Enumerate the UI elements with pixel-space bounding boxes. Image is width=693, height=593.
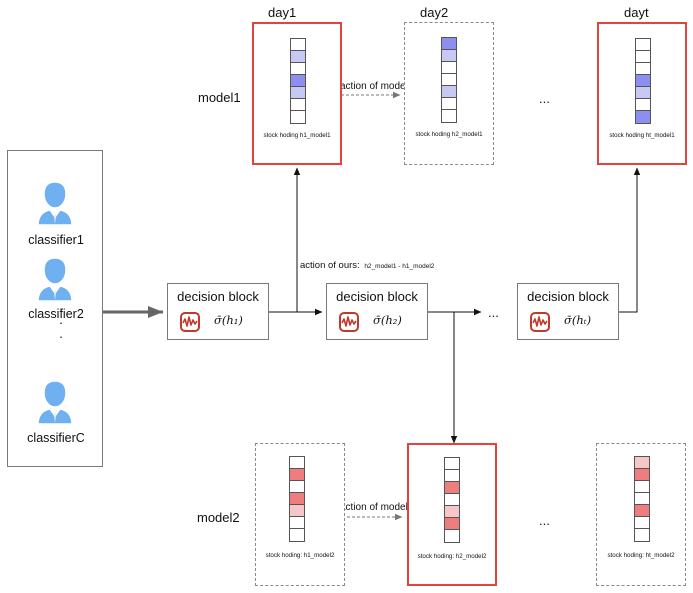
holding-cell: [635, 529, 649, 541]
holding-cell: [445, 458, 459, 470]
ellipsis-model1: ...: [539, 91, 550, 106]
waveform-icon: [180, 312, 200, 332]
holding-caption-model2-day2: stock hoding: h2_model2: [417, 553, 487, 560]
model-label-1: model1: [198, 90, 241, 105]
action-model1-label: action of model1: [340, 81, 414, 92]
holding-cell: [291, 39, 305, 51]
holding-stack-model1-day2: [441, 37, 457, 123]
holding-cell: [636, 39, 650, 51]
holding-cell: [290, 529, 304, 541]
model1-day1-card: stock hoding h1_model1: [252, 22, 342, 165]
holding-cell: [290, 517, 304, 529]
holding-stack-model1-day1: [290, 38, 306, 124]
holding-cell: [635, 505, 649, 517]
holding-cell: [635, 469, 649, 481]
classifierC-person-icon: [35, 379, 75, 425]
holding-caption-model2-dayt: stock hoding: ht_model2: [607, 552, 675, 559]
holding-cell: [442, 50, 456, 62]
holding-cell: [635, 493, 649, 505]
classifier1-label: classifier1: [28, 233, 84, 247]
holding-cell: [290, 493, 304, 505]
holding-cell: [290, 469, 304, 481]
waveform-icon: [530, 312, 550, 332]
holding-caption-model1-day2: stock hoding h2_model1: [415, 131, 483, 138]
holding-cell: [291, 63, 305, 75]
holding-cell: [442, 86, 456, 98]
holding-cell: [635, 457, 649, 469]
holding-cell: [442, 98, 456, 110]
action-model2-label: action of model2: [340, 502, 414, 513]
holding-caption-model1-dayt: stock hoding ht_model1: [609, 132, 675, 139]
holding-cell: [290, 457, 304, 469]
model1-day2-card: stock hoding h2_model1: [404, 22, 494, 165]
holding-cell: [445, 482, 459, 494]
decision-block-t-sigma: σ̄(hₜ): [564, 313, 592, 327]
ellipsis-model2: ...: [539, 513, 550, 528]
holding-cell: [290, 505, 304, 517]
holding-cell: [636, 63, 650, 75]
holding-cell: [445, 494, 459, 506]
holding-cell: [445, 530, 459, 542]
holding-cell: [445, 506, 459, 518]
holding-caption-model2-day1: stock hoding: h1_model2: [265, 552, 335, 559]
holding-cell: [291, 51, 305, 63]
model1-dayt-card: stock hoding ht_model1: [597, 22, 687, 165]
day-label-1: day1: [268, 5, 297, 20]
holding-cell: [636, 87, 650, 99]
holding-cell: [442, 110, 456, 122]
ellipsis-decision: ...: [488, 305, 499, 320]
holding-cell: [635, 481, 649, 493]
decision-block-2: decision block σ̄(h₂): [326, 283, 428, 340]
holding-cell: [445, 518, 459, 530]
classifierC-label: classifierC: [27, 431, 85, 445]
holding-cell: [291, 99, 305, 111]
holding-cell: [636, 111, 650, 123]
day-label-t: dayt: [624, 5, 649, 20]
holding-stack-model1-dayt: [635, 38, 651, 124]
holding-cell: [636, 75, 650, 87]
decision-block-1-sigma: σ̄(h₁): [214, 313, 243, 327]
holding-cell: [442, 74, 456, 86]
model2-dayt-card: stock hoding: ht_model2: [596, 443, 686, 586]
classifier2-person-icon: [35, 256, 75, 302]
action-ours-label: action of ours: h2_model1 - h1_model2: [300, 260, 434, 271]
holding-cell: [636, 51, 650, 63]
holding-cell: [445, 470, 459, 482]
day-label-2: day2: [420, 5, 449, 20]
holding-cell: [291, 111, 305, 123]
waveform-icon: [339, 312, 359, 332]
model2-day1-card: stock hoding: h1_model2: [255, 443, 345, 586]
holding-cell: [442, 38, 456, 50]
holding-cell: [635, 517, 649, 529]
decision-block-t-title: decision block: [527, 289, 609, 304]
decision-block-t: decision block σ̄(hₜ): [517, 283, 619, 340]
holding-cell: [291, 87, 305, 99]
classifier1-person-icon: [35, 180, 75, 226]
model-label-2: model2: [197, 510, 240, 525]
holding-cell: [442, 62, 456, 74]
holding-cell: [290, 481, 304, 493]
decision-block-1-title: decision block: [177, 289, 259, 304]
action-ours-detail: h2_model1 - h1_model2: [364, 263, 435, 270]
model2-day2-card: stock hoding: h2_model2: [407, 443, 497, 586]
holding-cell: [291, 75, 305, 87]
action-ours-text: action of ours:: [300, 260, 360, 271]
vertical-dots: . . .: [59, 298, 63, 341]
classifier2-label: classifier2: [28, 307, 84, 321]
holding-stack-model2-dayt: [634, 456, 650, 542]
holding-stack-model2-day1: [289, 456, 305, 542]
holding-cell: [636, 99, 650, 111]
decision-block-2-title: decision block: [336, 289, 418, 304]
arrow-to-dayt-model1: [619, 167, 641, 313]
decision-block-1: decision block σ̄(h₁): [167, 283, 269, 340]
decision-block-2-sigma: σ̄(h₂): [373, 313, 402, 327]
classifier-panel: classifier1 classifier2 . . . classifier…: [7, 150, 103, 467]
holding-caption-model1-day1: stock hoding h1_model1: [263, 132, 331, 139]
holding-stack-model2-day2: [444, 457, 460, 543]
